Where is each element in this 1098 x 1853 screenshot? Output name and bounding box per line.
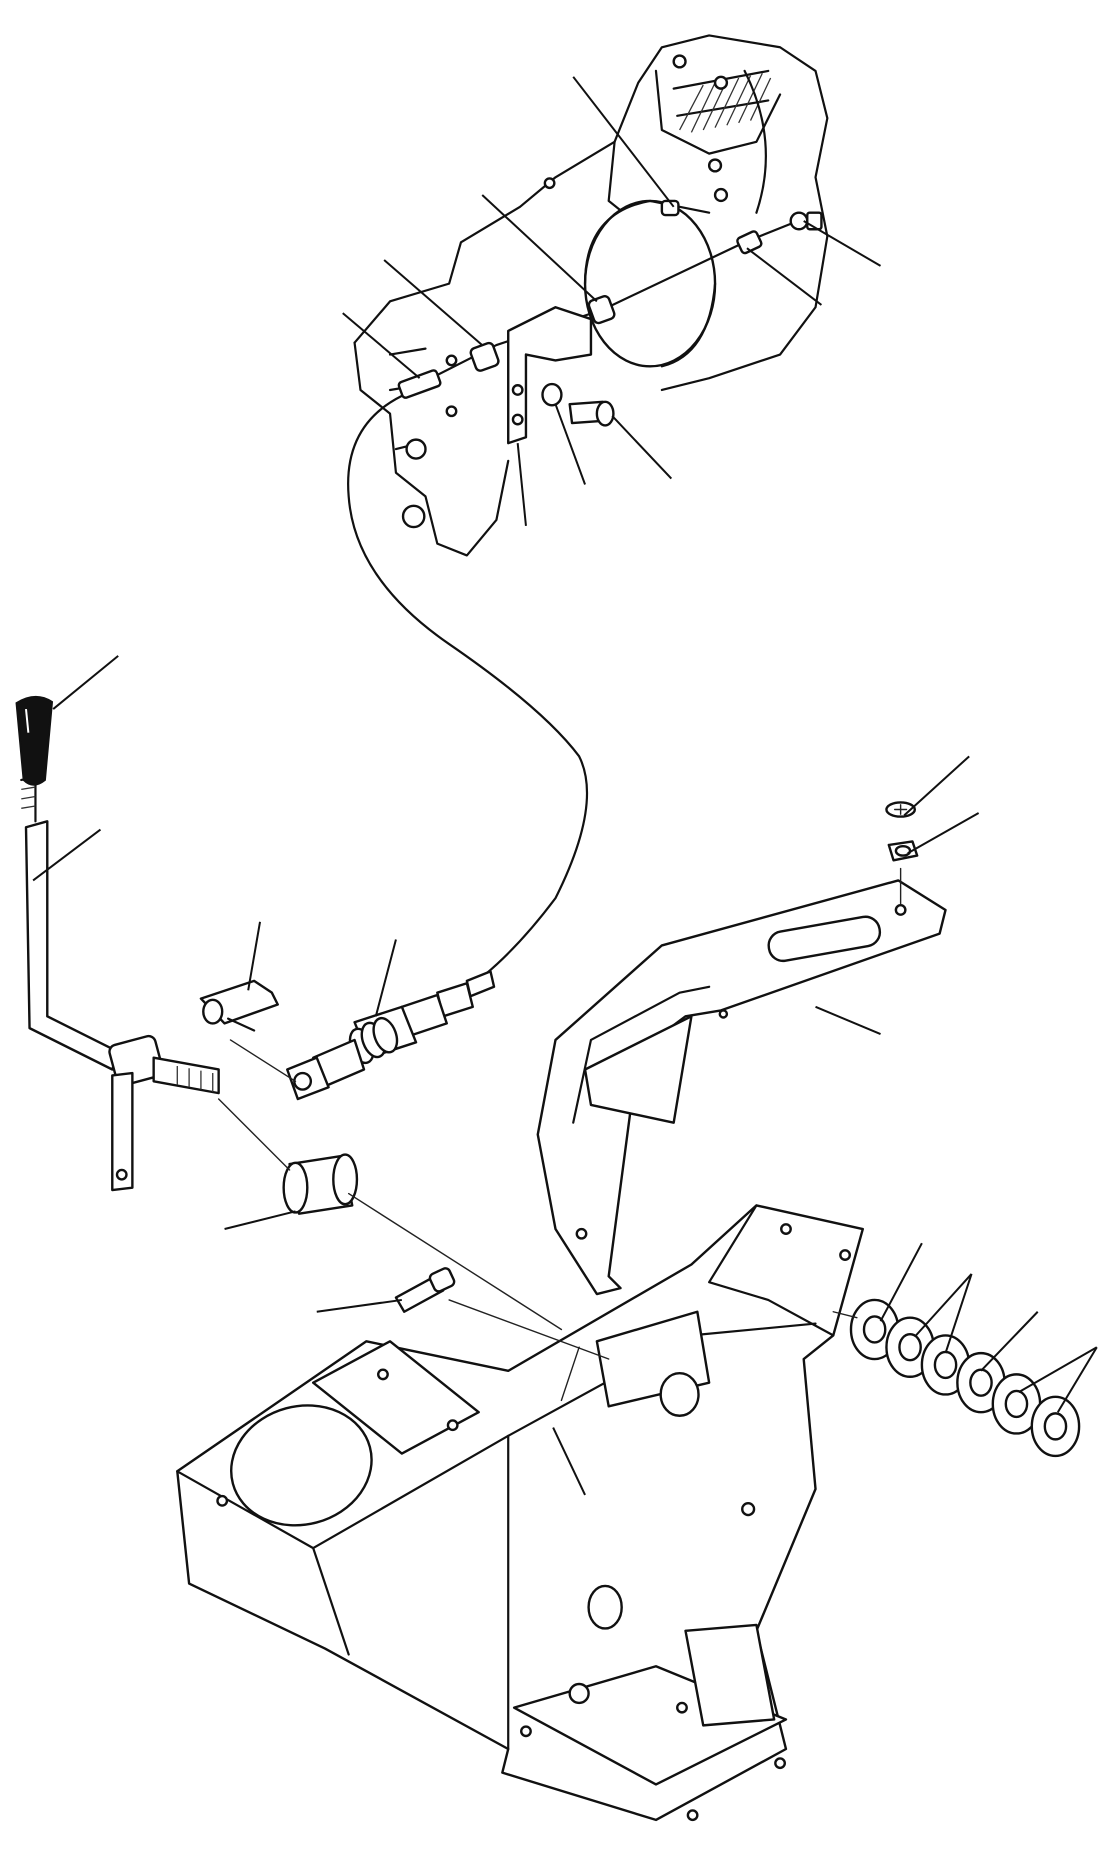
cable-bracket xyxy=(508,307,613,443)
pedestal-housing xyxy=(177,1205,863,1820)
assembly-lines xyxy=(219,1040,857,1400)
console-bracket xyxy=(538,880,946,1294)
pivot-pin xyxy=(201,981,278,1031)
callout-leaders xyxy=(33,77,1097,1495)
socket-bolt xyxy=(396,1267,456,1312)
control-lever xyxy=(21,778,218,1190)
bushing xyxy=(284,1155,357,1214)
engine-block xyxy=(355,35,828,555)
washer-stack xyxy=(851,1300,1079,1456)
lever-knob xyxy=(17,697,52,785)
accelerator-cable xyxy=(287,213,821,1099)
